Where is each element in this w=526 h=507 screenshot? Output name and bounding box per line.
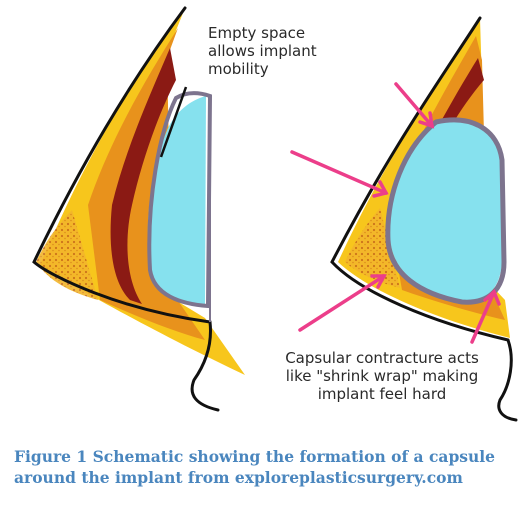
left-implant: [147, 96, 206, 304]
left-fat-texture: [36, 210, 98, 300]
right-skin-outline: [330, 16, 518, 422]
right-implant: [389, 121, 502, 301]
arrow-bottom-right-head: [483, 289, 501, 306]
figure-caption: Figure 1 Schematic showing the formation…: [14, 447, 496, 487]
arrow-top: [394, 82, 434, 128]
arrow-top-head: [418, 111, 435, 129]
contracture-arrows: [290, 82, 501, 344]
right-capsule: [385, 117, 507, 305]
empty-space-label: Empty space allows implant mobility: [208, 24, 317, 78]
arrow-bottom-left: [298, 274, 386, 332]
arrow-left: [290, 150, 388, 195]
capsular-contracture-label: Capsular contracture acts like "shrink w…: [285, 349, 479, 403]
right-breast-diagram: [290, 16, 518, 422]
arrow-bottom-right: [470, 290, 496, 344]
left-capsule: [147, 91, 213, 309]
left-skin-outline: [32, 6, 220, 412]
left-muscle-layer: [110, 48, 176, 304]
arrow-left-head: [372, 180, 389, 198]
empty-space-pointer: [159, 86, 188, 158]
left-breast-diagram: [32, 6, 245, 412]
arrow-bottom-left-head: [370, 274, 387, 289]
right-fat-texture: [345, 208, 400, 288]
